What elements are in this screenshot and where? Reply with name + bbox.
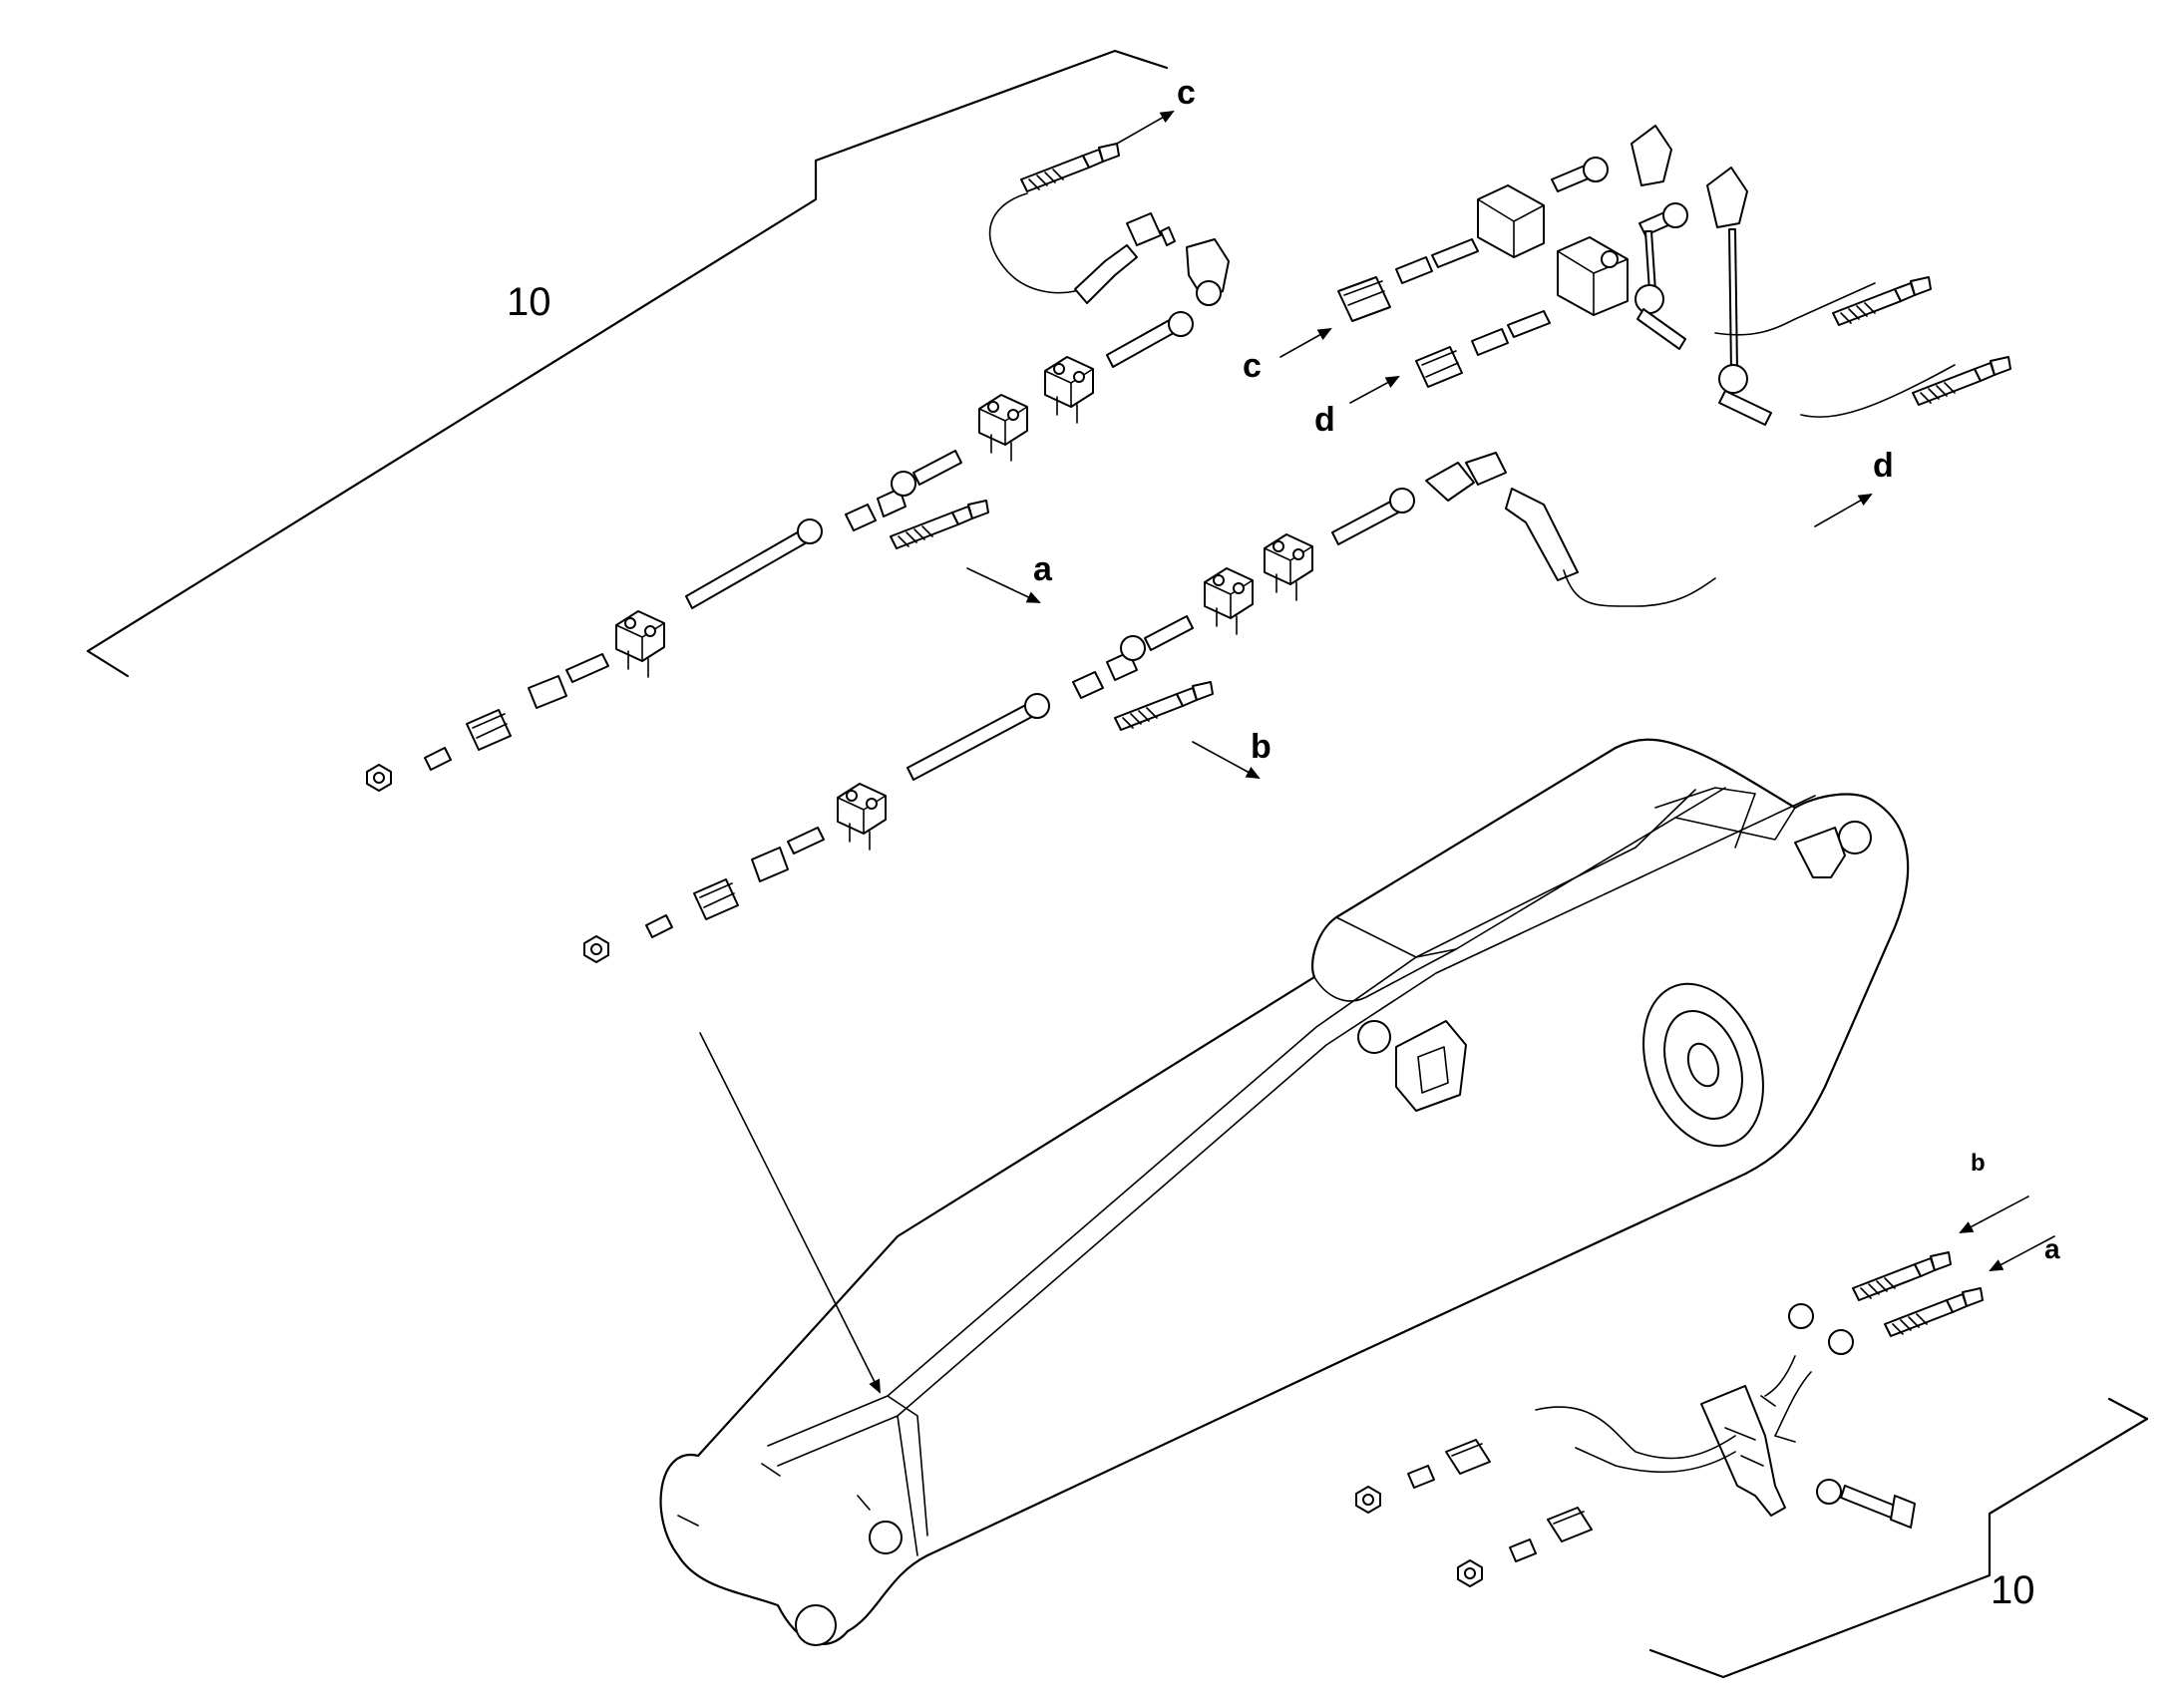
letter-c-upper: c — [1177, 74, 1196, 112]
letter-c-lower: c — [1243, 347, 1262, 385]
arrow-c-lower — [1279, 328, 1332, 358]
assembly-pointer-line — [699, 1032, 881, 1394]
bottom-bracket-assembly — [1355, 1251, 1984, 1587]
arrow-a-mid — [966, 567, 1041, 603]
arrow-a-bottom — [1989, 1235, 2055, 1271]
letter-d-lower: d — [1314, 401, 1335, 439]
upper-tube-assembly — [366, 311, 1194, 792]
group-bracket-bottom-right — [1648, 1397, 2149, 1679]
callout-10-top-left: 10 — [507, 280, 551, 324]
arrow-d-lower — [1349, 376, 1400, 404]
letter-b-mid: b — [1251, 728, 1272, 766]
lower-tube-assembly — [583, 452, 1716, 963]
group-bracket-top-left — [86, 49, 1169, 678]
letter-a-bottom: a — [2044, 1233, 2060, 1264]
arrow-b-mid — [1192, 741, 1261, 779]
letter-d-right: d — [1873, 447, 1894, 485]
callout-10-bottom-right: 10 — [1991, 1568, 2035, 1612]
arm-boom — [659, 738, 1910, 1646]
letter-b-bottom: b — [1971, 1150, 1986, 1177]
arrow-d-right — [1814, 494, 1873, 527]
letter-a-mid: a — [1033, 550, 1053, 588]
arrow-c-upper — [1116, 111, 1175, 145]
manifold-block-assembly — [1337, 125, 2011, 426]
hose-c-upper — [988, 143, 1230, 306]
arrow-b-bottom — [1959, 1196, 2029, 1233]
